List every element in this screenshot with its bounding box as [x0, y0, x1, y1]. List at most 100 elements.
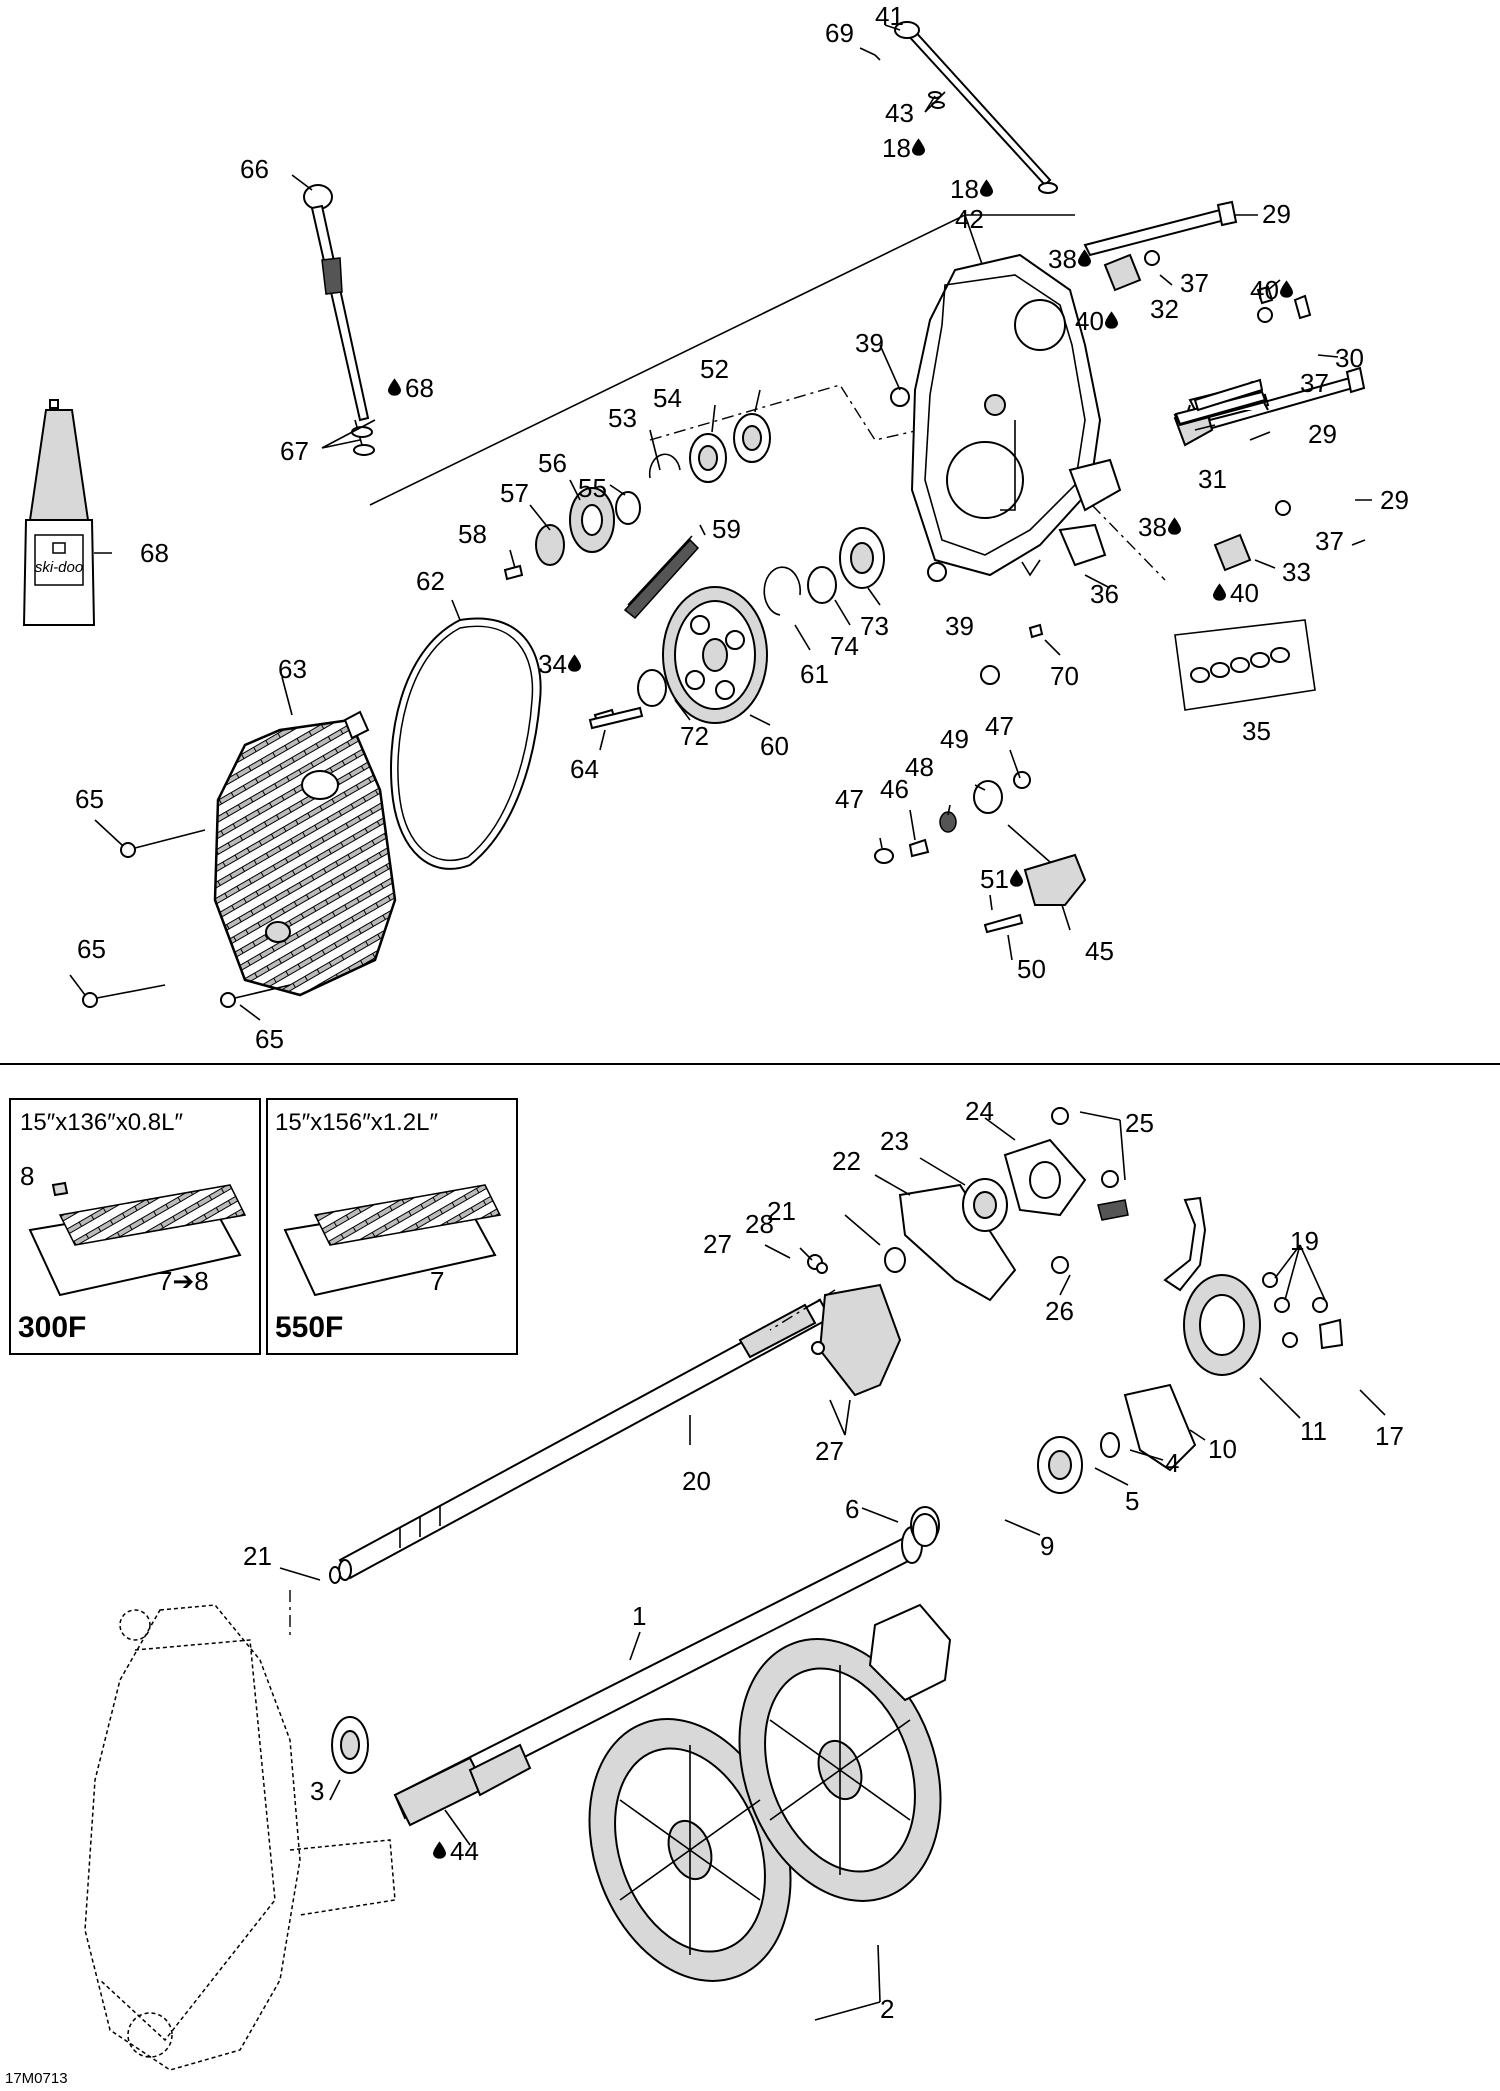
- callout-31: 31: [1198, 464, 1227, 494]
- callout-50: 50: [1017, 954, 1046, 984]
- callout-46: 46: [880, 774, 909, 804]
- callout-20: 20: [682, 1466, 711, 1496]
- callout-25: 25: [1125, 1108, 1154, 1138]
- callout-3: 3: [310, 1776, 324, 1806]
- callout-4: 4: [1165, 1448, 1179, 1478]
- callout-29: 29: [1380, 485, 1409, 515]
- callout-23: 23: [880, 1126, 909, 1156]
- callout-41: 41: [875, 1, 904, 31]
- oil-drop-icon: [568, 654, 581, 672]
- callout-66: 66: [240, 154, 269, 184]
- dipstick-66: [303, 184, 375, 456]
- callout-54: 54: [653, 383, 682, 413]
- tensioner-45-51: [874, 771, 1087, 934]
- callout-69: 69: [825, 18, 854, 48]
- callout-38: 38: [1138, 512, 1167, 542]
- screws: [82, 387, 1044, 1008]
- callout-21: 21: [767, 1196, 796, 1226]
- callout-30: 30: [1335, 343, 1364, 373]
- callout-59: 59: [712, 514, 741, 544]
- callout-44: 44: [450, 1836, 479, 1866]
- callout-55: 55: [578, 473, 607, 503]
- variant-550f-label-b: 7: [430, 1266, 444, 1296]
- callout-40: 40: [1250, 275, 1279, 305]
- bearing-parts: [807, 1107, 1344, 1702]
- callout-47: 47: [985, 711, 1014, 741]
- chaincase-housing-36: [910, 253, 1122, 577]
- variant-box-300f: [9, 1098, 261, 1355]
- callout-27: 27: [703, 1229, 732, 1259]
- callout-24: 24: [965, 1096, 994, 1126]
- callout-67: 67: [280, 436, 309, 466]
- callout-10: 10: [1208, 1434, 1237, 1464]
- callout-21: 21: [243, 1541, 272, 1571]
- seal-3: [331, 1716, 369, 1774]
- callout-64: 64: [570, 754, 599, 784]
- sprocket-wheels-2: [588, 1638, 942, 1982]
- callout-52: 52: [700, 354, 729, 384]
- callout-65: 65: [255, 1024, 284, 1054]
- oil-drop-icon: [1010, 869, 1023, 887]
- variant-300f-model: 300F: [18, 1311, 86, 1344]
- breather-41: [874, 21, 1058, 194]
- callout-5: 5: [1125, 1486, 1139, 1516]
- callout-70: 70: [1050, 661, 1079, 691]
- callout-45: 45: [1085, 936, 1114, 966]
- callout-18: 18: [882, 133, 911, 163]
- callout-32: 32: [1150, 294, 1179, 324]
- variant-box-550f: [266, 1098, 518, 1355]
- callout-37: 37: [1180, 268, 1209, 298]
- callout-72: 72: [680, 721, 709, 751]
- callout-19: 19: [1290, 1226, 1319, 1256]
- chain-59: [623, 535, 700, 620]
- callout-56: 56: [538, 448, 567, 478]
- callout-9: 9: [1040, 1531, 1054, 1561]
- oil-drop-icon: [912, 138, 925, 156]
- oil-drop-icon: [388, 378, 401, 396]
- callout-74: 74: [830, 631, 859, 661]
- callout-68: 68: [405, 373, 434, 403]
- callout-51: 51: [980, 864, 1009, 894]
- variant-550f-title: 15″x156″x1.2L″: [275, 1109, 438, 1136]
- lower-assembly: [84, 1107, 1386, 2071]
- callout-65: 65: [77, 934, 106, 964]
- oil-drop-icon: [980, 179, 993, 197]
- callout-65: 65: [75, 784, 104, 814]
- callout-35: 35: [1242, 716, 1271, 746]
- bearings-52-55: [615, 413, 885, 616]
- svg-text:ski-doo: ski-doo: [35, 559, 83, 576]
- variant-300f-title: 15″x136″x0.8L″: [20, 1109, 183, 1136]
- callout-6: 6: [845, 1494, 859, 1524]
- variant-300f-label-a: 8: [20, 1161, 34, 1191]
- callout-28: 28: [745, 1209, 774, 1239]
- oil-drop-icon: [1213, 583, 1226, 601]
- callout-17: 17: [1375, 1421, 1404, 1451]
- variant-550f-model: 550F: [275, 1311, 343, 1344]
- callout-33: 33: [1282, 557, 1311, 587]
- callout-68: 68: [140, 538, 169, 568]
- callout-47: 47: [835, 784, 864, 814]
- upper-assembly: ski-doo: [22, 21, 1372, 1021]
- lower-leaders: [279, 1111, 1386, 2021]
- oil-drop-icon: [1105, 311, 1118, 329]
- callout-40: 40: [1230, 578, 1259, 608]
- callout-53: 53: [608, 403, 637, 433]
- drive-axle-1: [393, 1526, 923, 1827]
- callout-39: 39: [945, 611, 974, 641]
- callout-11: 11: [1300, 1416, 1327, 1446]
- callout-73: 73: [860, 611, 889, 641]
- oil-drop-icon: [1168, 517, 1181, 535]
- callout-43: 43: [885, 98, 914, 128]
- sprockets-56-60: [503, 487, 768, 727]
- bolts-29-33: [1083, 200, 1366, 572]
- diagram-code: 17M0713: [5, 2070, 68, 2087]
- oil-drop-icon: [1280, 280, 1293, 298]
- o-ring-62: [390, 617, 542, 870]
- chaincase-cover-63: [213, 710, 397, 997]
- callout-58: 58: [458, 519, 487, 549]
- callout-18: 18: [950, 174, 979, 204]
- callout-48: 48: [905, 752, 934, 782]
